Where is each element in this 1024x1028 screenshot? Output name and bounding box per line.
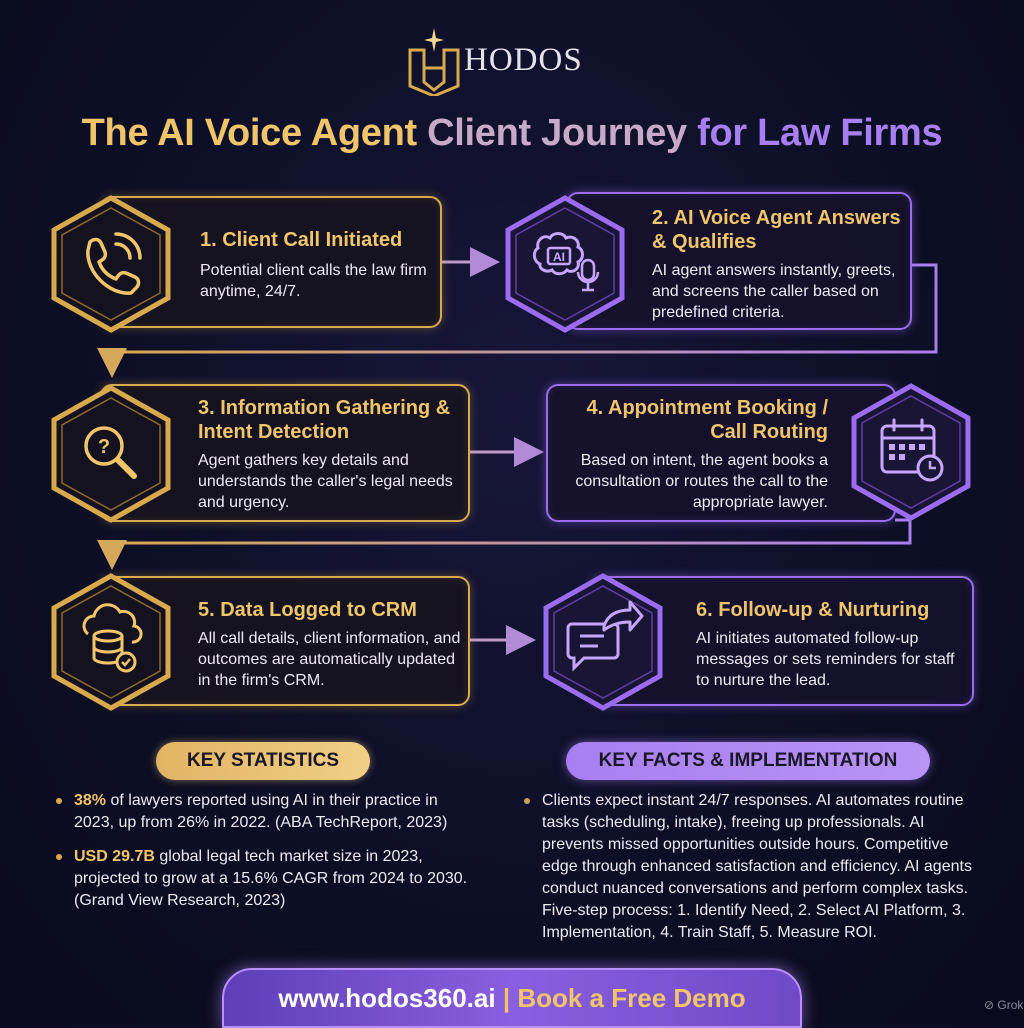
grok-watermark: ⊘ Grok [984, 998, 1024, 1012]
stat-item-2: USD 29.7B global legal tech market size … [54, 846, 474, 912]
step-card-3: 3. Information Gathering & Intent Detect… [100, 384, 470, 522]
connector-4-5 [97, 518, 912, 570]
footer-cta-banner[interactable]: www.hodos360.ai | Book a Free Demo [222, 968, 802, 1028]
connector-2-3 [97, 263, 938, 378]
brand-name: HODOS [464, 42, 583, 78]
hodos-logo: HODOS [404, 26, 624, 98]
step-title-1: 1. Client Call Initiated [200, 229, 403, 251]
grok-icon: ⊘ [984, 998, 995, 1012]
svg-text:?: ? [98, 436, 110, 458]
step-body-1: Potential client calls the law firm anyt… [200, 262, 427, 300]
key-statistics-heading: KEY STATISTICS [156, 742, 370, 780]
step-body-3: Agent gathers key details and understand… [198, 452, 453, 511]
page-title: The AI Voice Agent Client Journey for La… [81, 112, 943, 154]
step-title-2: 2. AI Voice Agent Answers & Qualifies [652, 207, 901, 253]
step-title-3: 3. Information Gathering & Intent Detect… [198, 397, 451, 443]
stat-item-1: 38% of lawyers reported using AI in thei… [54, 790, 474, 834]
step-title-5: 5. Data Logged to CRM [198, 599, 417, 621]
footer-url-link[interactable]: www.hodos360.ai [278, 983, 496, 1013]
hodos-emblem-icon [408, 28, 460, 98]
step-body-2: AI agent answers instantly, greets, and … [652, 262, 896, 321]
key-facts-heading: KEY FACTS & IMPLEMENTATION [566, 742, 930, 780]
step-card-4: 4. Appointment Booking / Call Routing Ba… [546, 384, 896, 522]
step-title-4: 4. Appointment Booking / Call Routing [586, 397, 828, 443]
key-statistics-list: 38% of lawyers reported using AI in thei… [54, 790, 474, 924]
step-card-2: 2. AI Voice Agent Answers & Qualifies AI… [566, 192, 912, 330]
book-demo-link[interactable]: Book a Free Demo [517, 983, 746, 1013]
fact-item-1: Clients expect instant 24/7 responses. A… [522, 790, 974, 944]
magnifier-question-icon: ? [51, 385, 171, 523]
cloud-database-icon [51, 573, 171, 711]
calendar-clock-icon [851, 383, 971, 521]
key-facts-list: Clients expect instant 24/7 responses. A… [522, 790, 974, 956]
step-body-5: All call details, client information, an… [198, 630, 461, 689]
ai-brain-microphone-icon: AI [505, 195, 625, 333]
step-body-4: Based on intent, the agent books a consu… [575, 452, 828, 511]
step-body-6: AI initiates automated follow-up message… [696, 630, 955, 689]
chat-share-icon [543, 573, 663, 711]
step-title-6: 6. Follow-up & Nurturing [696, 599, 930, 621]
phone-icon [51, 195, 171, 333]
svg-text:AI: AI [553, 250, 565, 264]
